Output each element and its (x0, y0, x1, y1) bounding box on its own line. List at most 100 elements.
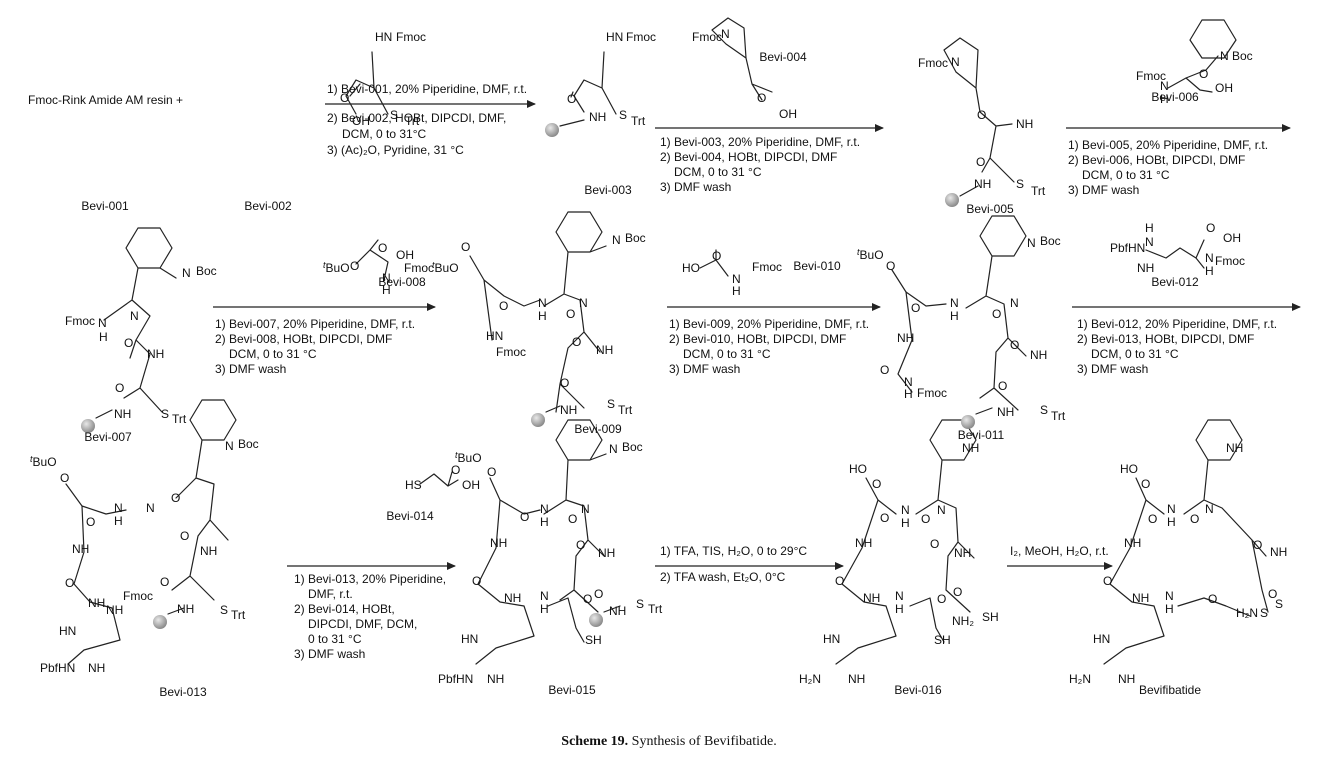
atom-label: Trt (172, 412, 187, 426)
resin-bead-icon (589, 613, 603, 627)
atom-label: OH (352, 114, 370, 128)
atom-label: NH (72, 542, 89, 556)
atom-label: H (1205, 264, 1214, 278)
atom-label: HN (375, 30, 392, 44)
atom-label: O (921, 512, 930, 526)
atom-label: Fmoc (752, 260, 782, 274)
atom-label: HN (59, 624, 76, 638)
atom-label: S (1016, 177, 1024, 191)
caption-text: Synthesis of Bevifibatide. (631, 734, 777, 749)
atom-label: O (171, 491, 180, 505)
atom-label: O (1208, 592, 1217, 606)
atom-label: Fmoc (496, 345, 526, 359)
atom-label: O (1103, 574, 1112, 588)
atom-label: SH (585, 633, 602, 647)
compound-label-bevi014: Bevi-014 (386, 509, 434, 523)
bonds-bevi-005 (943, 37, 1015, 197)
atom-label: NH (1118, 672, 1135, 686)
atom-label: NH (974, 177, 991, 191)
atom-label: S (636, 597, 644, 611)
atom-label: O (930, 537, 939, 551)
condition-text: 1) Bevi-012, 20% Piperidine, DMF, r.t. (1077, 317, 1277, 331)
atom-label: H (904, 387, 913, 401)
atom-label: S (390, 108, 398, 122)
atom-label: Fmoc (123, 589, 153, 603)
atom-label: O (160, 575, 169, 589)
atom-label: O (567, 92, 576, 106)
condition-text: 2) Bevi-002, HOBt, DIPCDI, DMF, (327, 111, 506, 125)
atom-label: H (114, 514, 123, 528)
atom-label: N (1167, 502, 1176, 516)
atom-label: NH (177, 602, 194, 616)
atom-label: Trt (231, 608, 246, 622)
atom-label: NH (589, 110, 606, 124)
atom-label: NH (490, 536, 507, 550)
starting-resin: Fmoc-Rink Amide AM resin + (28, 93, 183, 107)
condition-text: DMF, r.t. (308, 587, 353, 601)
atom-label: Fmoc (65, 314, 95, 328)
atom-label: Fmoc (692, 30, 722, 44)
condition-text: 3) DMF wash (215, 362, 286, 376)
atom-label: NH (855, 536, 872, 550)
atom-label: N (540, 502, 549, 516)
atom-label: N (895, 589, 904, 603)
atom-label: tBuO (432, 260, 459, 275)
atom-label: OH (1223, 231, 1241, 245)
atom-label: O (86, 515, 95, 529)
bonds-bevi-002 (345, 51, 389, 115)
atom-label: N (98, 316, 107, 330)
atom-label: H (1160, 92, 1169, 106)
atom-label: H (950, 309, 959, 323)
atom-label: H (732, 284, 741, 298)
bonds-bevi-013 (65, 399, 237, 665)
atom-label: tBuO (455, 450, 482, 465)
atom-label: NH₂ (952, 614, 974, 628)
compound-label-bevi013: Bevi-013 (159, 685, 207, 699)
atom-label: O (1148, 512, 1157, 526)
atom-label: PbfHN (40, 661, 75, 675)
bonds-bevi-009 (469, 211, 607, 413)
compound-label-bevi001: Bevi-001 (81, 199, 129, 213)
atom-label: OH (1215, 81, 1233, 95)
atom-label: H (1165, 602, 1174, 616)
atom-label: O (583, 592, 592, 606)
condition-text: 1) Bevi-009, 20% Piperidine, DMF, r.t. (669, 317, 869, 331)
atom-label: H (1145, 221, 1154, 235)
atom-label: NH (1270, 545, 1287, 559)
compound-label-bevi010: Bevi-010 (793, 259, 841, 273)
atom-label: O (998, 379, 1007, 393)
compound-label-bevi012: Bevi-012 (1151, 275, 1199, 289)
atom-label: NH (504, 591, 521, 605)
atom-label: Boc (1040, 234, 1061, 248)
atom-label: NH (997, 405, 1014, 419)
atom-label: H (540, 515, 549, 529)
atom-label: NH (1016, 117, 1033, 131)
atom-label: O (880, 363, 889, 377)
atom-label: NH (863, 591, 880, 605)
atom-label: PbfHN (1110, 241, 1145, 255)
atom-label: O (1268, 587, 1277, 601)
atom-label: H (538, 309, 547, 323)
atom-label: N (951, 55, 960, 69)
atom-label: S (619, 108, 627, 122)
compound-label-bevi016: Bevi-016 (894, 683, 942, 697)
resin-bead-icon (945, 193, 959, 207)
reaction-arrows (213, 100, 1301, 570)
bonds-bevi-003 (559, 51, 617, 127)
atom-label: O (499, 299, 508, 313)
atom-label: N (1205, 251, 1214, 265)
atom-label: O (712, 249, 721, 263)
atom-label: Fmoc (1136, 69, 1166, 83)
atom-label: H₂N (1069, 672, 1091, 686)
atom-label: H₂N (799, 672, 821, 686)
bonds-bevifibatide (1103, 419, 1269, 665)
condition-text: 1) Bevi-003, 20% Piperidine, DMF, r.t. (660, 135, 860, 149)
atom-label: Fmoc (404, 261, 434, 275)
atom-label: N (732, 272, 741, 286)
atom-label: Fmoc (918, 56, 948, 70)
condition-text: DCM, 0 to 31°C (342, 127, 426, 141)
compound-label-bevi002: Bevi-002 (244, 199, 292, 213)
atom-label: N (225, 439, 234, 453)
